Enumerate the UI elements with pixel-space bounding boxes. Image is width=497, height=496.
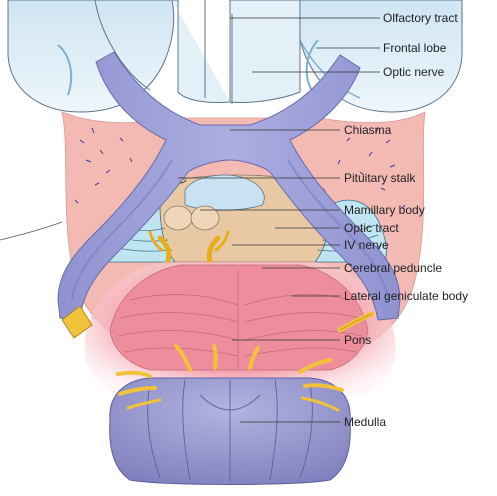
label-frontal-lobe: Frontal lobe: [383, 41, 447, 55]
mamillary-body-left: [163, 205, 193, 231]
cranial-nerve-rootlets: [116, 344, 344, 412]
pons-body: [109, 264, 369, 371]
optic-pathway-shading: [71, 159, 173, 301]
left-frontal-lobe-fold: [94, 0, 151, 91]
label-cerebral-peduncle: Cerebral peduncle: [344, 261, 443, 275]
pons-striations: [117, 270, 363, 370]
mamillary-body-right: [190, 205, 220, 231]
label-olfactory-tract: Olfactory tract: [383, 11, 458, 25]
iv-nerve-left: [157, 235, 172, 265]
label-mamillary-body: Mamillary body: [344, 203, 425, 217]
label-optic-tract: Optic tract: [344, 221, 399, 235]
label-pons: Pons: [344, 333, 372, 347]
central-lobes: [172, 0, 301, 103]
label-medulla: Medulla: [344, 415, 387, 429]
label-optic-nerve: Optic nerve: [383, 65, 445, 79]
left-frontal-lobe-sulcus: [57, 44, 73, 96]
trigeminal-nerve-right-outline: [339, 313, 373, 331]
leader-lines: [178, 17, 380, 423]
medulla-folds: [147, 379, 313, 482]
iv-nerve-right: [206, 235, 221, 265]
label-lateral-geniculate-body: Lateral geniculate body: [344, 289, 469, 303]
oculomotor-left: [148, 230, 164, 252]
label-iv-nerve: IV nerve: [344, 238, 389, 252]
optic-pathway: [57, 51, 401, 321]
label-pituitary-stalk: Pituitary stalk: [344, 171, 416, 185]
trigeminal-nerve-left: [61, 305, 93, 339]
left-nerve-line: [0, 221, 63, 241]
oculomotor-right: [214, 230, 230, 252]
label-chiasma: Chiasma: [344, 123, 392, 137]
